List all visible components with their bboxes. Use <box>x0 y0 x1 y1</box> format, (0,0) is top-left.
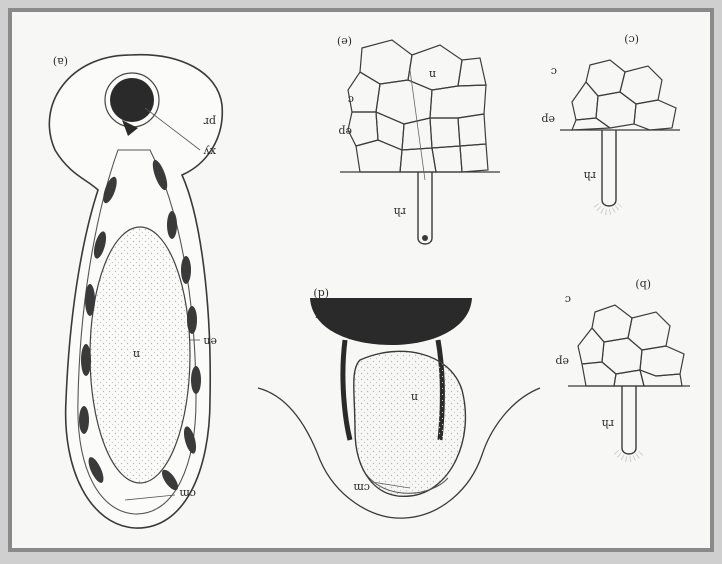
panel-d-annotation-cm: cm <box>353 481 370 494</box>
panel-a-dark-body <box>110 78 154 122</box>
panel-c-annotation-c: c <box>551 65 557 78</box>
panel-a-annotation-n: n <box>133 348 140 361</box>
panel-e-annotation-c: c <box>348 93 354 106</box>
panel-a-annotation-en: en <box>203 335 217 348</box>
panel-b-label: (b) <box>635 278 651 291</box>
panel-b-annotation-rh: rh <box>602 417 614 430</box>
panel-c-annotation-rh: rh <box>584 169 596 182</box>
panel-a-label: (a) <box>53 55 68 68</box>
panel-b-annotation-ep: ep <box>555 355 569 368</box>
panel-a-annotation-pr: pr <box>203 115 216 128</box>
panel-a-annotation-xy: xy <box>203 145 216 158</box>
panel-d-annotation-xy: xy <box>315 309 328 322</box>
panel-a: (a) pr xy n en cm <box>49 55 222 528</box>
panel-e-annotation-ep: ep <box>338 125 352 138</box>
panel-d-annotation-n: n <box>411 391 418 404</box>
panel-a-annotation-cm: cm <box>179 487 196 500</box>
panel-c-label: (c) <box>624 33 639 46</box>
panel-e-annotation-n: n <box>429 68 436 81</box>
panel-e-label: (e) <box>337 35 352 48</box>
panel-e-annotation-rh: rh <box>394 205 406 218</box>
panel-c-annotation-ep: ep <box>541 113 555 126</box>
panel-b-annotation-c: c <box>565 293 571 306</box>
panel-d-label: (d) <box>313 287 329 300</box>
